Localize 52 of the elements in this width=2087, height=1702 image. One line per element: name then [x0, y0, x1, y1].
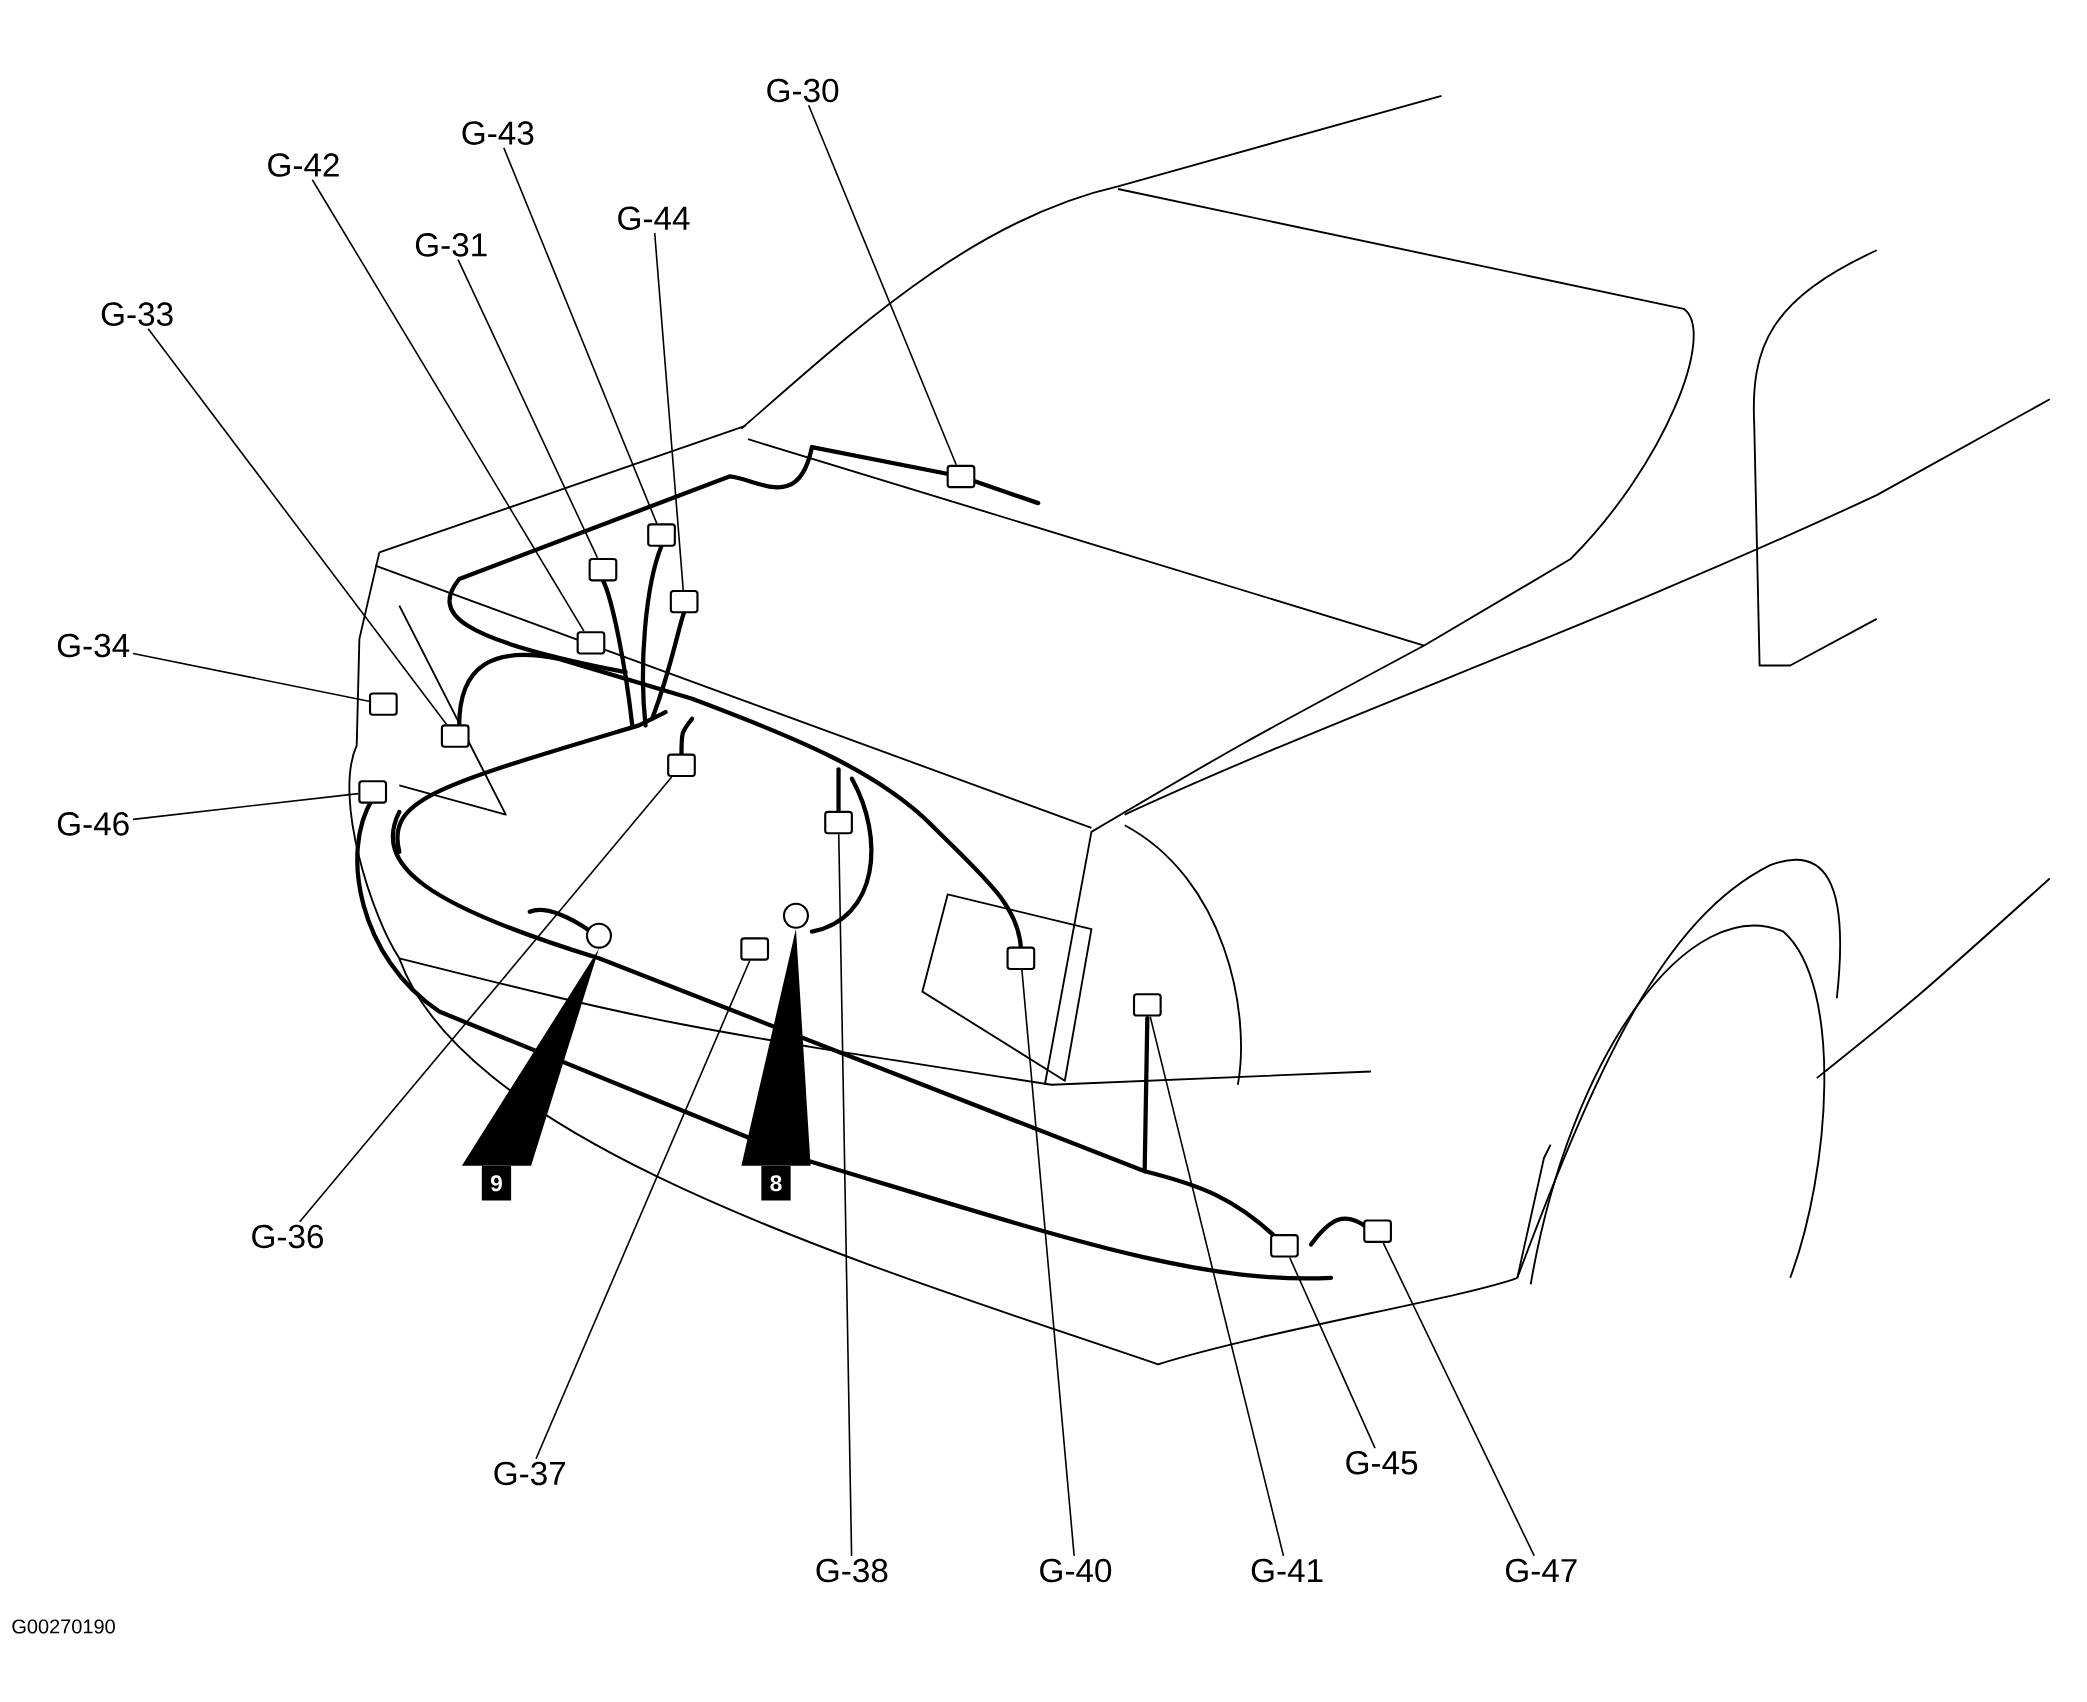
figure-code: G00270190: [12, 1619, 115, 1634]
connector: [824, 810, 853, 835]
connector: [669, 589, 699, 614]
leader-line: [1288, 1256, 1376, 1449]
leader-line: [132, 652, 370, 702]
round-connector: [782, 902, 809, 929]
leader-line: [1149, 1015, 1285, 1557]
connector: [1363, 1219, 1392, 1243]
connector-label: G-37: [494, 1461, 566, 1486]
connector-label: G-40: [1040, 1558, 1112, 1583]
connector-label: G-44: [618, 206, 690, 230]
connector-label: G-45: [1346, 1450, 1418, 1475]
connector-label: G-42: [268, 153, 339, 177]
connector: [1006, 946, 1036, 970]
connector-label: G-47: [1506, 1558, 1577, 1583]
leader-line: [837, 833, 853, 1557]
pointer-wedge: [741, 928, 811, 1166]
connector: [740, 937, 770, 961]
leader-line: [132, 792, 360, 820]
leader-line: [298, 776, 673, 1223]
connector-label: G-36: [252, 1224, 323, 1249]
connector: [946, 464, 976, 489]
connector-label: G-43: [462, 121, 534, 145]
connector: [358, 780, 388, 804]
leader-line: [311, 178, 585, 632]
connector: [647, 523, 676, 547]
connector: [440, 724, 470, 748]
connector-label: G-34: [57, 633, 130, 658]
connector: [667, 753, 696, 777]
leader-line: [653, 232, 684, 591]
connector: [1270, 1233, 1299, 1258]
connector-label: G-33: [101, 302, 173, 326]
connector-label: G-38: [816, 1558, 888, 1583]
connector-label: G-31: [415, 232, 487, 257]
connector: [368, 692, 398, 716]
connector: [576, 631, 606, 655]
round-connector: [585, 922, 612, 949]
leader-line: [1382, 1241, 1535, 1557]
connector-label: G-30: [767, 78, 839, 103]
connector-label: G-41: [1251, 1558, 1323, 1583]
leader-line: [1021, 969, 1075, 1557]
connector: [1132, 993, 1162, 1017]
leader-line: [147, 327, 448, 725]
leader-line: [807, 104, 957, 466]
callout-number: 9: [481, 1165, 512, 1201]
callout-number: 8: [761, 1165, 791, 1201]
connector-label: G-46: [57, 811, 129, 836]
leader-line: [502, 146, 658, 524]
leader-line: [457, 258, 599, 559]
leader-line: [535, 959, 751, 1460]
pointer-wedge: [461, 948, 599, 1166]
connector: [588, 557, 618, 582]
